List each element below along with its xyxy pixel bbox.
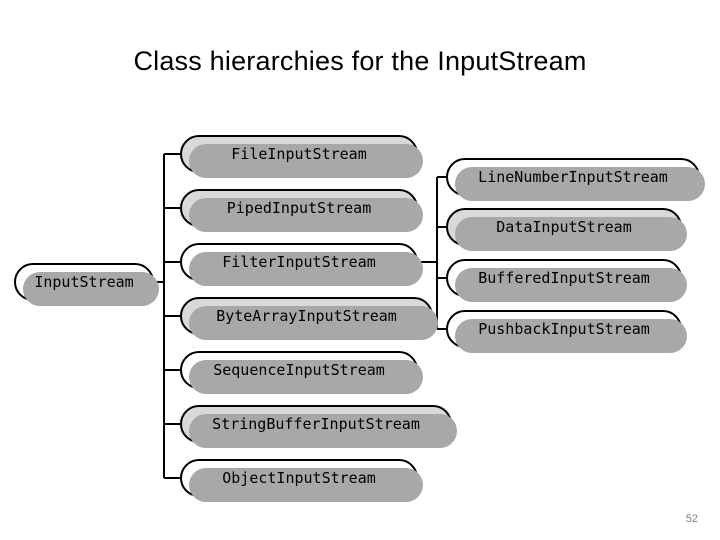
- node-line-number-input-stream[interactable]: LineNumberInputStream: [446, 158, 705, 201]
- node-piped-input-stream[interactable]: PipedInputStream: [180, 189, 423, 232]
- node-label: SequenceInputStream: [213, 360, 385, 379]
- node-input-stream[interactable]: InputStream: [14, 263, 159, 306]
- node-label: FileInputStream: [231, 144, 367, 163]
- node-shadow: [455, 167, 705, 201]
- node-shadow: [455, 217, 687, 251]
- node-filter-input-stream[interactable]: FilterInputStream: [180, 243, 423, 286]
- node-byte-array-input-stream[interactable]: ByteArrayInputStream: [180, 297, 438, 340]
- node-shadow: [189, 468, 423, 502]
- node-shadow: [189, 360, 423, 394]
- node-label: DataInputStream: [496, 217, 632, 236]
- node-data-input-stream[interactable]: DataInputStream: [446, 208, 687, 251]
- node-label: PushbackInputStream: [478, 319, 650, 338]
- node-label: ByteArrayInputStream: [216, 306, 397, 325]
- node-sequence-input-stream[interactable]: SequenceInputStream: [180, 351, 423, 394]
- node-file-input-stream[interactable]: FileInputStream: [180, 135, 423, 178]
- node-pushback-input-stream[interactable]: PushbackInputStream: [446, 310, 687, 353]
- node-shadow: [189, 252, 423, 286]
- node-string-buffer-input-stream[interactable]: StringBufferInputStream: [180, 405, 457, 448]
- node-label: InputStream: [34, 272, 134, 291]
- node-label: PipedInputStream: [226, 198, 372, 217]
- node-shadow: [189, 414, 457, 448]
- node-shadow: [23, 272, 159, 306]
- page-number: 52: [685, 513, 698, 525]
- node-object-input-stream[interactable]: ObjectInputStream: [180, 459, 423, 502]
- node-label: LineNumberInputStream: [478, 167, 668, 186]
- node-shadow: [189, 144, 423, 178]
- page-title: Class hierarchies for the InputStream: [133, 46, 587, 76]
- node-label: BufferedInputStream: [478, 268, 650, 287]
- node-shadow: [189, 306, 438, 340]
- node-shadow: [455, 268, 687, 302]
- node-label: FilterInputStream: [222, 252, 376, 271]
- node-buffered-input-stream[interactable]: BufferedInputStream: [446, 259, 687, 302]
- node-shadow: [189, 198, 423, 232]
- node-label: StringBufferInputStream: [212, 414, 420, 433]
- node-label: ObjectInputStream: [222, 468, 376, 487]
- node-shadow: [455, 319, 687, 353]
